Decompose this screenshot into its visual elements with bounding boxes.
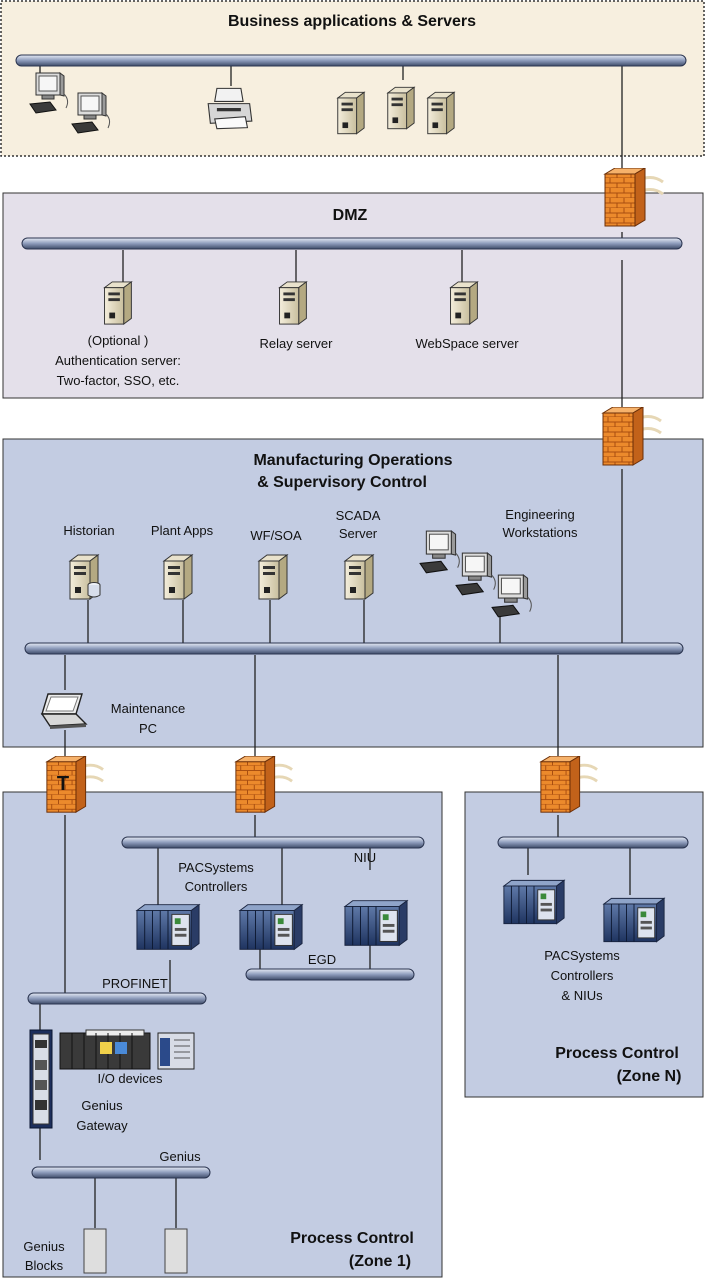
- auth-server-label-line3: Two-factor, SSO, etc.: [57, 373, 180, 388]
- genius-block-icon: [164, 1228, 188, 1274]
- plc-rack-icon: [503, 879, 565, 925]
- firewall-t-marker: T: [57, 773, 69, 795]
- plc-rack-icon: [344, 900, 408, 946]
- server-icon: [258, 554, 288, 600]
- historian-label: Historian: [63, 523, 114, 538]
- auth-server-label-line2: Authentication server:: [55, 353, 181, 368]
- genius-bus: [31, 1166, 211, 1179]
- business-zone-title: Business applications & Servers: [228, 13, 476, 30]
- genius-blocks-label-line1: Genius: [23, 1239, 65, 1254]
- scada-label-line2: Server: [339, 526, 378, 541]
- server-icon: [163, 554, 193, 600]
- webspace-server-label: WebSpace server: [415, 336, 519, 351]
- zone1-controller-bus: [121, 836, 425, 849]
- wf-soa-label: WF/SOA: [250, 528, 302, 543]
- genius-bus-label: Genius: [159, 1149, 201, 1164]
- niu-label: NIU: [354, 850, 376, 865]
- database-icon: [87, 582, 101, 598]
- maintenance-pc-label-line1: Maintenance: [111, 701, 185, 716]
- io-devices-label: I/O devices: [97, 1071, 163, 1086]
- process-zone-1-title-line2: (Zone 1): [349, 1253, 411, 1270]
- io-module-icon: [59, 1029, 151, 1070]
- server-icon: [337, 91, 365, 135]
- profinet-bus: [27, 992, 207, 1005]
- genius-gateway-label-line2: Gateway: [76, 1118, 128, 1133]
- scada-label-line1: SCADA: [336, 508, 381, 523]
- process-zone-n-title-line2: (Zone N): [617, 1068, 682, 1085]
- gateway-icon: [29, 1029, 53, 1129]
- zonen-pac-label-line3: & NIUs: [561, 988, 603, 1003]
- plc-rack-icon: [136, 904, 200, 950]
- mfg-bus: [24, 642, 684, 655]
- zonen-pac-label-line1: PACSystems: [544, 948, 620, 963]
- genius-block-icon: [83, 1228, 107, 1274]
- pac-controllers-label-line2: Controllers: [185, 879, 248, 894]
- genius-blocks-label-line2: Blocks: [25, 1258, 64, 1273]
- pac-controllers-label-line1: PACSystems: [178, 860, 254, 875]
- dmz-bus: [21, 237, 683, 250]
- server-icon: [450, 281, 478, 325]
- profinet-label: PROFINET: [102, 976, 168, 991]
- relay-server-label: Relay server: [260, 336, 334, 351]
- server-icon: [344, 554, 374, 600]
- business-bus: [15, 54, 687, 67]
- maintenance-pc-label-line2: PC: [139, 721, 157, 736]
- zonen-pac-label-line2: Controllers: [551, 968, 614, 983]
- io-module-icon: [157, 1032, 195, 1070]
- plc-rack-icon: [239, 904, 303, 950]
- mfg-zone-title-line2: & Supervisory Control: [257, 474, 427, 491]
- mfg-zone-title-line1: Manufacturing Operations: [253, 452, 452, 469]
- server-icon: [387, 86, 415, 130]
- eng-ws-label-line2: Workstations: [503, 525, 578, 540]
- zonen-controller-bus: [497, 836, 689, 849]
- process-zone-n-title-line1: Process Control: [555, 1045, 679, 1062]
- eng-ws-label-line1: Engineering: [505, 507, 574, 522]
- server-icon: [427, 91, 455, 135]
- process-zone-1-title-line1: Process Control: [290, 1230, 414, 1247]
- egd-label: EGD: [308, 952, 336, 967]
- auth-server-label-line1: (Optional ): [88, 333, 149, 348]
- server-icon: [279, 281, 307, 325]
- server-icon: [104, 281, 132, 325]
- egd-bus: [245, 968, 415, 981]
- dmz-zone-title: DMZ: [333, 207, 368, 224]
- genius-gateway-label-line1: Genius: [81, 1098, 123, 1113]
- plant-apps-label: Plant Apps: [151, 523, 214, 538]
- plc-rack-icon: [603, 897, 665, 943]
